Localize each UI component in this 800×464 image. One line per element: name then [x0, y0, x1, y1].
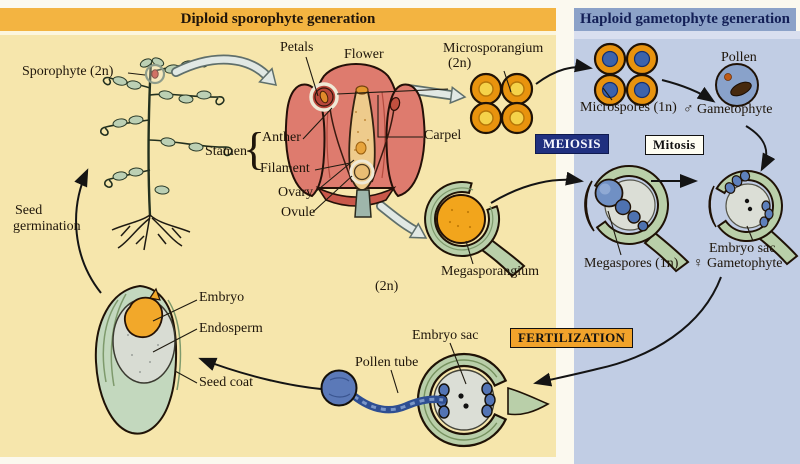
mitosis-badge: Mitosis: [645, 135, 704, 155]
haploid-generation-banner: Haploid gametophyte generation: [574, 8, 796, 31]
sporophyte-plant-illustration: [100, 57, 233, 251]
seed-illustration: [94, 284, 182, 435]
pollen-tube-label: Pollen tube: [355, 355, 419, 370]
megasporangium-label: Megasporangium: [441, 264, 539, 279]
ovary-label: Ovary: [278, 185, 313, 200]
right-anther: [389, 97, 401, 111]
fertilized-ovule-illustration: [320, 352, 550, 448]
haploid-panel-top-strip: [574, 31, 800, 39]
filament-label: Filament: [260, 161, 310, 176]
flower-bud: [151, 69, 159, 79]
flower-illustration: [284, 63, 426, 218]
plant-to-flower-arrow: [171, 54, 278, 86]
microspores-illustration: [593, 42, 659, 107]
carpel-label: Carpel: [424, 128, 462, 143]
microsporangium-to-microspores-arrow: [535, 58, 593, 85]
cycle-arrows: [74, 58, 776, 390]
flower-stem: [354, 189, 372, 218]
anther-label: Anther: [262, 130, 301, 145]
megaspores-illustration: [584, 164, 690, 273]
megasporangium-illustration: [424, 181, 526, 278]
megasporangium-ploidy: (2n): [375, 279, 399, 294]
embryo-sac-top-label: Embryo sac: [709, 241, 776, 256]
male-gametophyte-label: ♂ Gametophyte: [683, 102, 773, 117]
endosperm-label: Endosperm: [199, 321, 263, 336]
embryo-sac-bottom-label: Embryo sac: [412, 328, 479, 343]
flower-label: Flower: [344, 47, 384, 62]
microsporangium-label: Microsporangium: [443, 41, 544, 56]
microsporangium-illustration: [469, 72, 534, 135]
ovule-to-megasporangium-arrow: [376, 201, 428, 239]
pollen-label: Pollen: [721, 50, 757, 65]
microspores-label: Microspores (1n): [580, 100, 677, 115]
petals-label: Petals: [280, 40, 314, 55]
embryo-label: Embryo: [199, 290, 245, 305]
diploid-generation-banner: Diploid sporophyte generation: [0, 8, 556, 31]
diploid-panel: [0, 30, 556, 35]
microsporangium-ploidy: (2n): [448, 56, 472, 71]
pollen-tube-illustration: [320, 369, 447, 414]
megasporangium-to-megaspores-arrow: [490, 171, 584, 204]
seed-germination-label-line2: germination: [13, 219, 81, 234]
microspores-to-male-gametophyte-arrow: [661, 79, 716, 103]
embryo-sac-top-illustration: [708, 170, 799, 266]
sporophyte-label: Sporophyte (2n): [22, 64, 114, 79]
ovule-label: Ovule: [281, 205, 316, 220]
pollen-to-embryo-sac-arrow: [745, 125, 776, 172]
stigma: [355, 85, 369, 95]
circled-anther: [319, 90, 329, 104]
ovule-annotation-ring: [349, 159, 375, 185]
label-pointer-lines: [127, 56, 754, 394]
female-gametophyte-label: ♀ Gametophyte: [693, 256, 783, 271]
gametophyte-to-fertilization-arrow: [533, 276, 722, 387]
stamen-brace: {: [243, 123, 266, 174]
pollen-illustration: [715, 63, 759, 107]
megaspores-label: Megaspores (1n): [584, 256, 679, 271]
seed-germination-arrow: [74, 168, 102, 294]
seed-coat-label: Seed coat: [199, 375, 254, 390]
fertilization-badge: FERTILIZATION: [510, 328, 634, 348]
meiosis-badge: MEIOSIS: [535, 134, 609, 154]
seed-germination-label-line1: Seed: [15, 203, 43, 218]
stamen-label: Stamen: [205, 144, 247, 159]
bud-annotation-ring: [144, 63, 166, 85]
ovule-to-seed-arrow: [198, 357, 322, 390]
